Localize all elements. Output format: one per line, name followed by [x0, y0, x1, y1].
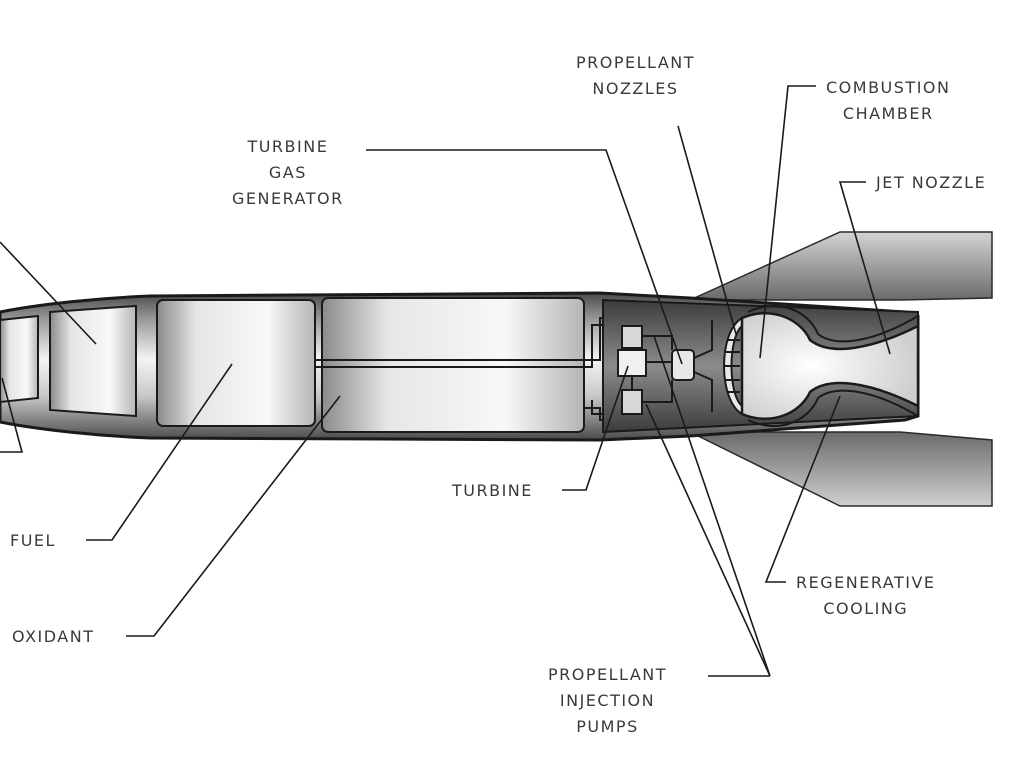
label-pumps-line3: PUMPS [576, 717, 639, 736]
leader-lines [0, 85, 891, 677]
instrument-section [49, 304, 137, 418]
label-propellant-injection-pumps: PROPELLANT INJECTION PUMPS [548, 662, 667, 740]
label-regenerative-cooling-line2: COOLING [823, 599, 909, 618]
label-turbine-gas-generator-line1: TURBINE [247, 137, 329, 156]
leader-regenerative-cooling [764, 395, 841, 583]
combustion-chamber-wall [740, 312, 920, 420]
leader-propellant-nozzles [677, 125, 737, 335]
label-pumps-line1: PROPELLANT [548, 665, 667, 684]
leader-fuel [86, 363, 233, 541]
label-pumps-line2: INJECTION [559, 691, 656, 710]
label-combustion-chamber: COMBUSTION CHAMBER [826, 75, 950, 127]
oxidant-tank [321, 297, 585, 433]
label-jet-nozzle: JET NOZZLE [876, 173, 987, 192]
lower-fin [689, 431, 993, 507]
label-propellant-nozzles: PROPELLANT NOZZLES [576, 50, 695, 102]
upper-pump [621, 325, 643, 349]
nose-section [0, 314, 39, 404]
lower-pump [621, 389, 643, 415]
turbine-gas-generator-unit [671, 349, 695, 381]
label-propellant-nozzles-line2: NOZZLES [592, 79, 679, 98]
label-turbine-gas-generator-line2: GAS [268, 163, 307, 182]
leader-turbine-gas-generator [366, 149, 683, 365]
feed-to-chamber [693, 320, 713, 412]
label-fuel: FUEL [10, 531, 56, 550]
label-combustion-chamber-line1: COMBUSTION [826, 78, 951, 97]
label-oxidant: OXIDANT [12, 627, 95, 646]
label-turbine: TURBINE [452, 481, 533, 500]
label-turbine-gas-generator-line3: GENERATOR [232, 189, 344, 208]
leader-pumps-lower [645, 403, 771, 677]
leader-turbine [562, 365, 629, 491]
label-regenerative-cooling-line1: REGENERATIVE [796, 573, 936, 592]
upper-fin [689, 231, 993, 301]
label-combustion-chamber-line2: CHAMBER [842, 104, 934, 123]
label-turbine-gas-generator: TURBINE GAS GENERATOR [232, 134, 344, 212]
leader-combustion-chamber [759, 85, 816, 359]
turbine-unit [617, 349, 647, 377]
label-propellant-nozzles-line1: PROPELLANT [576, 53, 695, 72]
injector-nozzle-ticks [725, 339, 740, 393]
regenerative-cooling-jacket [747, 305, 919, 427]
leader-instrument [0, 241, 97, 345]
leader-nose [0, 377, 24, 453]
leader-pumps-upper [653, 335, 771, 677]
fuel-tank [156, 299, 316, 427]
leader-jet-nozzle [838, 181, 891, 355]
leader-oxidant [126, 395, 341, 637]
label-regenerative-cooling: REGENERATIVE COOLING [796, 570, 936, 622]
